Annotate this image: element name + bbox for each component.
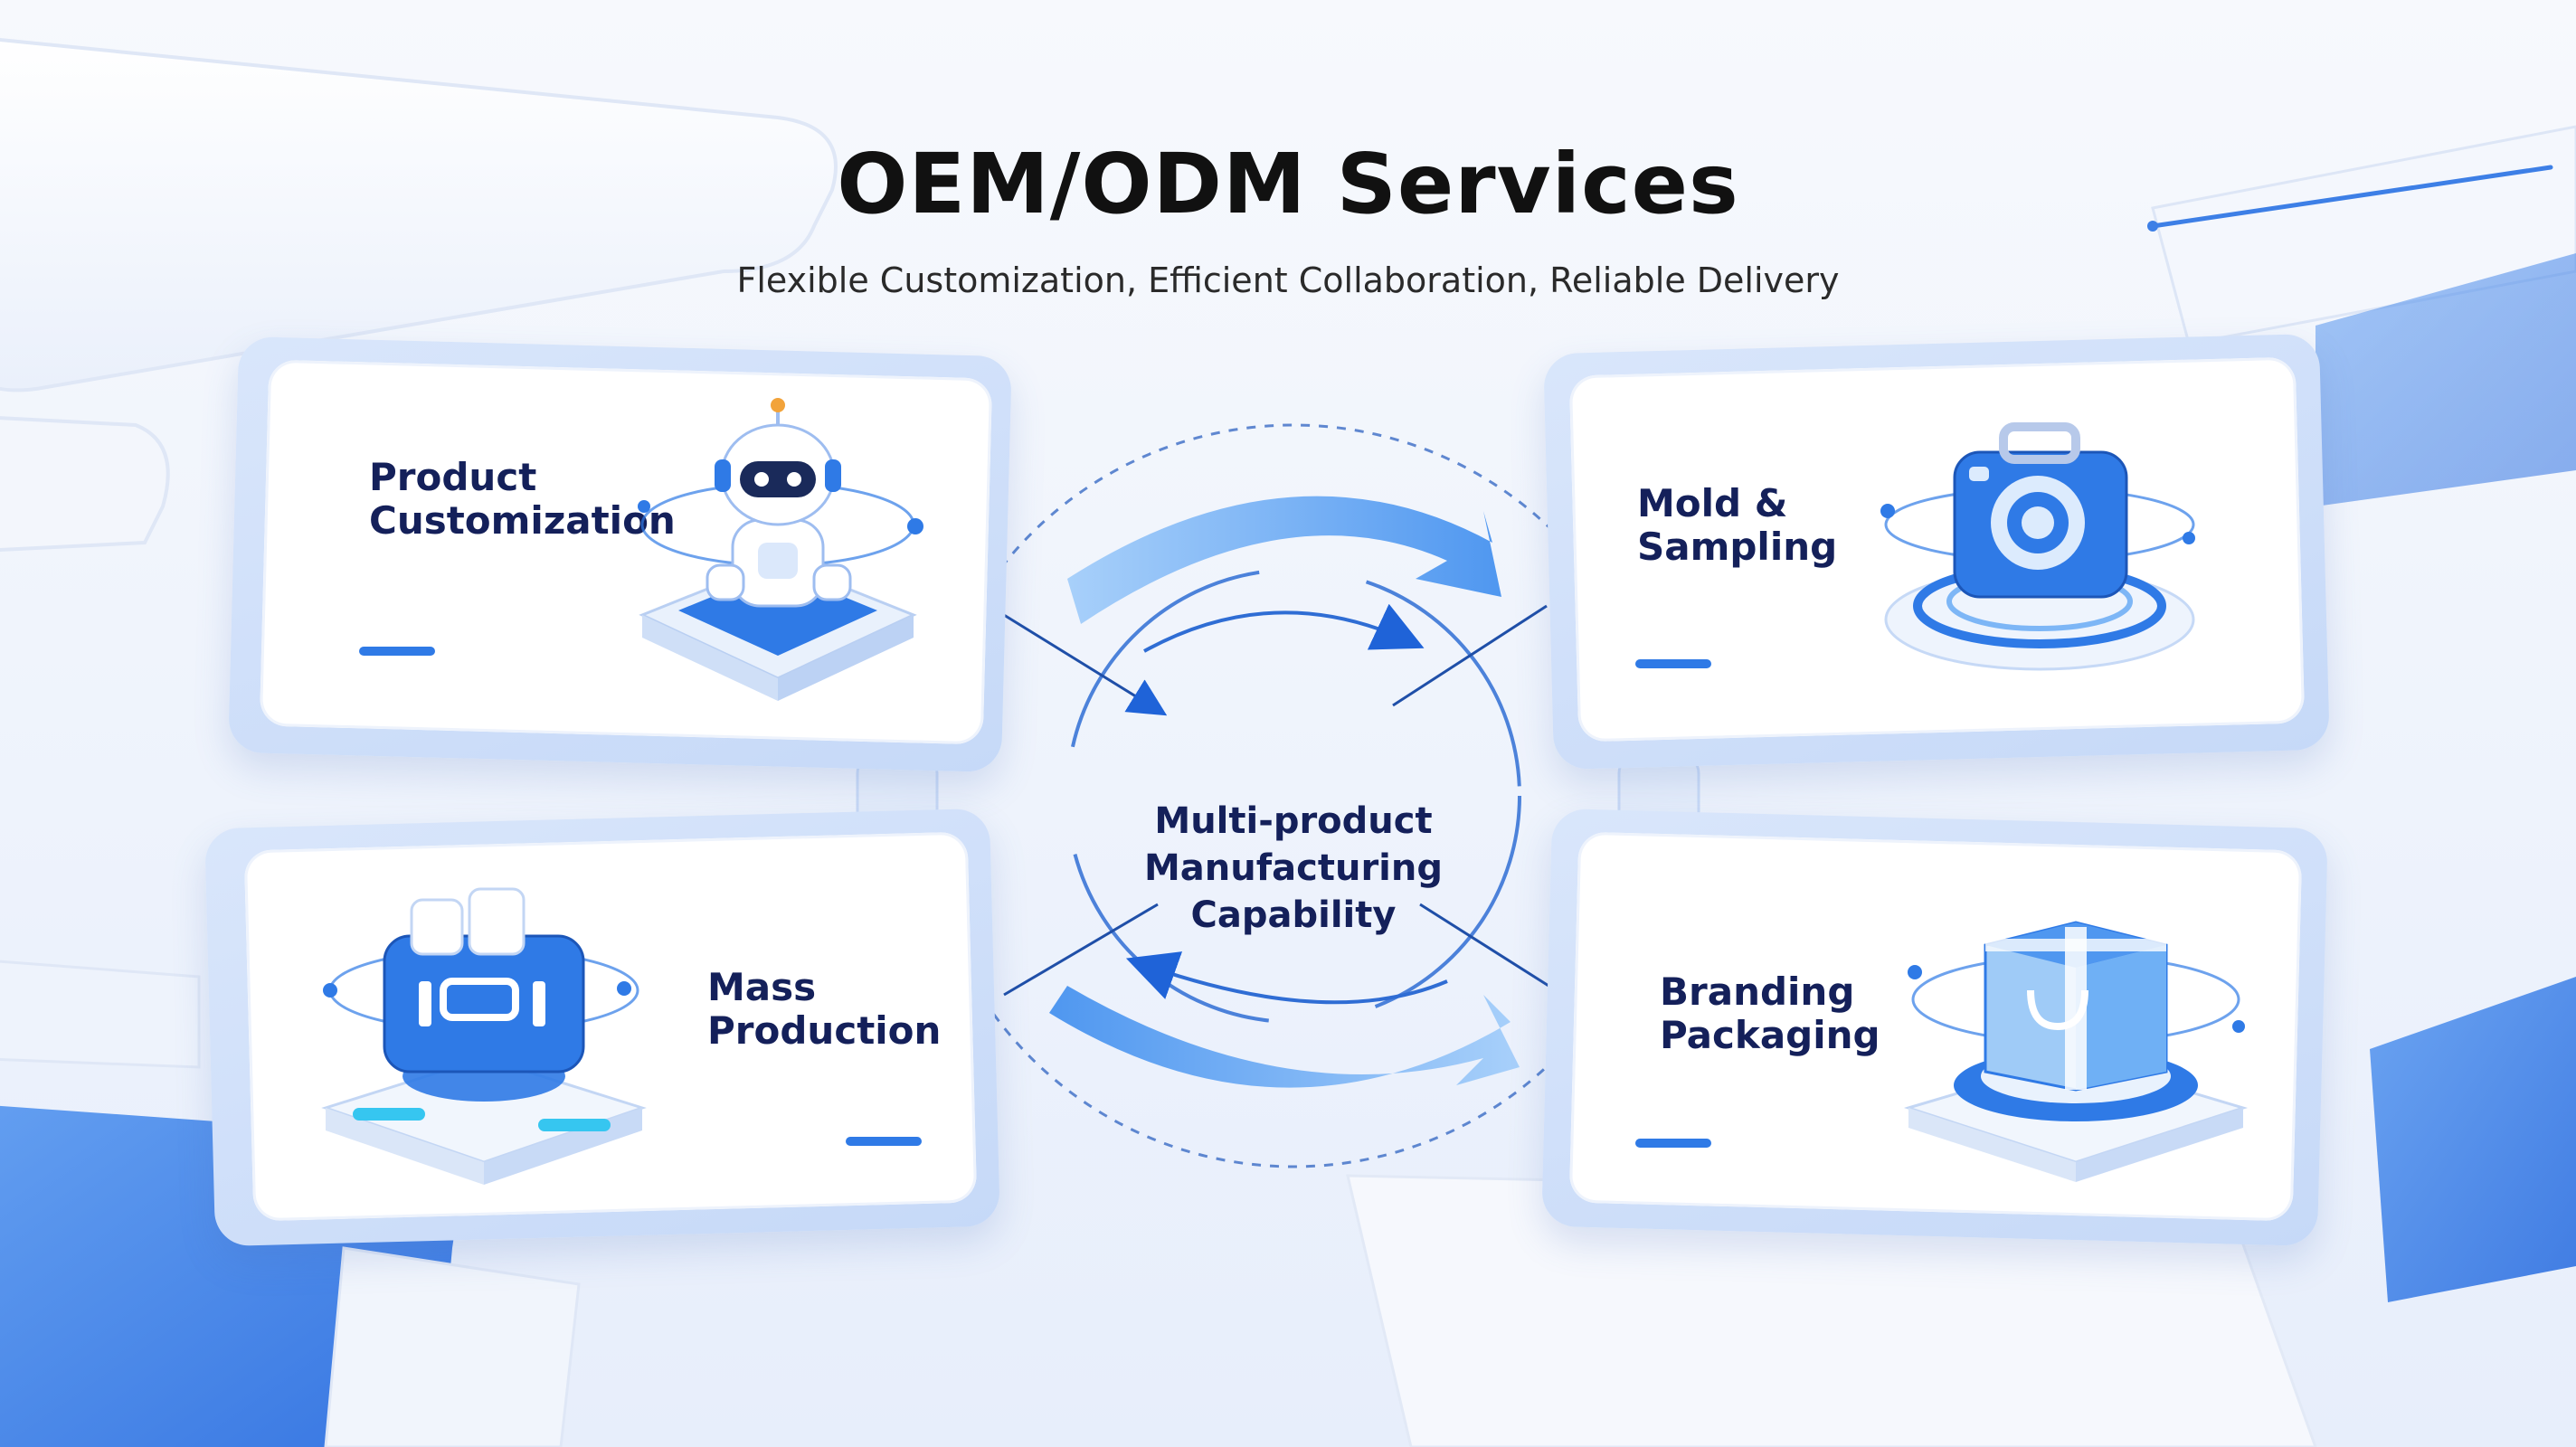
camera-case-icon: [1880, 422, 2195, 671]
robot-icon: [638, 398, 923, 701]
card-label-branding-packaging: Branding Packaging: [1660, 969, 1880, 1057]
package-box-icon: [1903, 921, 2249, 1182]
accent-bar-branding-packaging: [1635, 1139, 1711, 1148]
center-line-2: Manufacturing: [1144, 847, 1443, 889]
center-line-1: Multi-product: [1154, 800, 1433, 842]
card-label-mold-sampling: Mold & Sampling: [1637, 481, 1838, 569]
card-label-mass-production: Mass Production: [707, 965, 942, 1053]
card-label-product-customization: Product Customization: [369, 455, 676, 543]
accent-bar-mass-production: [846, 1137, 922, 1146]
center-hub: Multi-product Manufacturing Capability: [1067, 687, 1520, 1049]
page-subtitle: Flexible Customization, Efficient Collab…: [736, 260, 1840, 300]
page-title: OEM/ODM Services: [837, 136, 1739, 232]
accent-bar-product-customization: [359, 647, 435, 656]
machine-block-icon: [321, 887, 647, 1185]
center-line-3: Capability: [1190, 894, 1397, 936]
accent-bar-mold-sampling: [1635, 659, 1711, 668]
